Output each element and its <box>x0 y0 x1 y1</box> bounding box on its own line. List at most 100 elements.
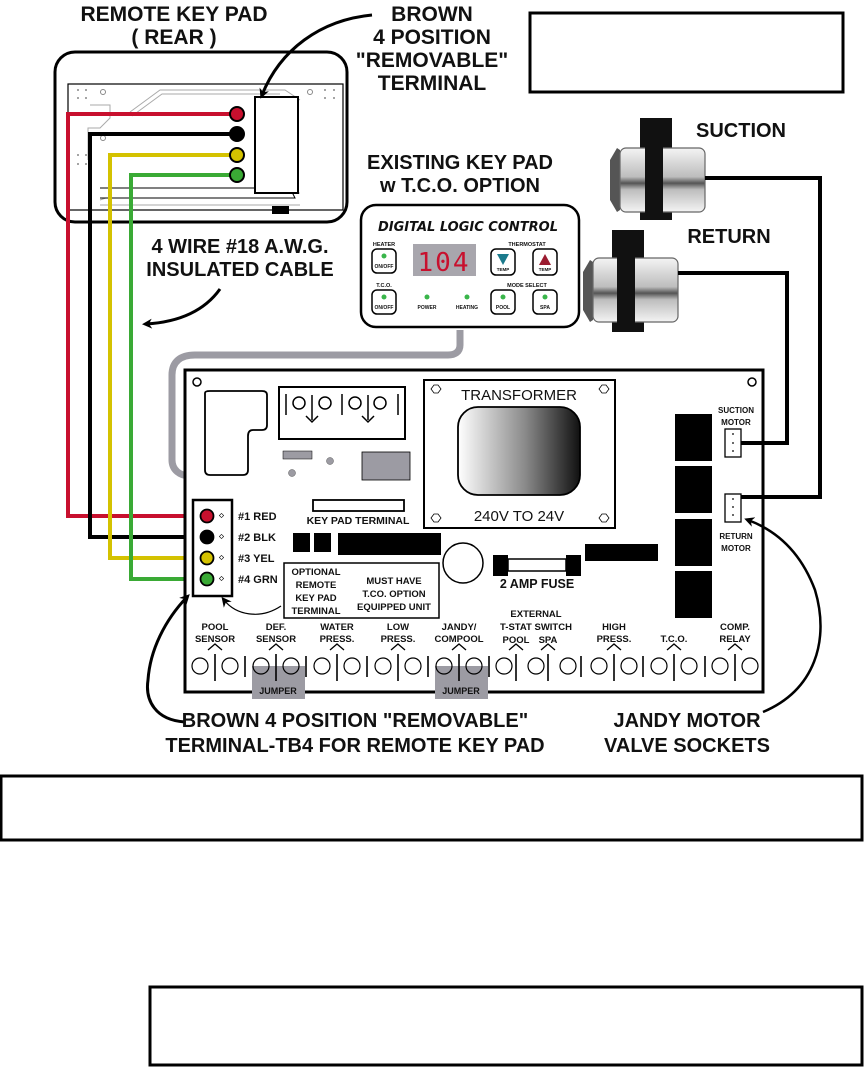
remote-terminal-pins <box>229 106 245 183</box>
board-resistor <box>282 450 313 460</box>
temperature-display-value: 104 <box>418 248 471 278</box>
terminal-label-line1: DEF. <box>266 622 287 633</box>
remote-keypad-rear: REMOTE KEY PAD ( REAR ) <box>53 3 349 224</box>
callout-brown-line4: TERMINAL <box>378 72 487 95</box>
terminal-label-line2: COMPOOL <box>434 634 483 645</box>
screw-terminal[interactable] <box>191 657 209 675</box>
screw-terminal[interactable] <box>620 657 638 675</box>
terminal-label-line2: SENSOR <box>256 634 296 645</box>
heater-onoff-button[interactable]: ON/OFF <box>371 248 397 274</box>
callout-brown-line3: "REMOVABLE" <box>356 49 509 72</box>
return-motor-socket[interactable] <box>724 493 742 523</box>
external-tstat-header-2: T-STAT SWITCH <box>500 622 572 633</box>
board-capacitor <box>442 542 484 584</box>
terminal-label-line1: LOW <box>387 622 409 633</box>
suction-cable-to-return-socket <box>705 176 822 499</box>
terminal-label-line2: T.C.O. <box>661 634 688 645</box>
return-valve: RETURN <box>583 226 771 332</box>
spa-mode-button[interactable]: SPA <box>532 289 558 315</box>
tco-button-label: ON/OFF <box>375 305 394 311</box>
callout-arrow-brown-terminal <box>259 13 373 99</box>
terminal-label-line1: POOL <box>202 622 229 633</box>
terminal-label-line1: HIGH <box>602 622 626 633</box>
terminal-caret-icon <box>727 643 743 651</box>
existing-keypad-title: EXISTING KEY PAD <box>367 152 553 174</box>
tb4-pin-black <box>199 529 215 545</box>
screw-terminal[interactable] <box>374 657 392 675</box>
tco-onoff-button[interactable]: ON/OFF <box>371 289 397 315</box>
tb4-pin-yellow <box>199 550 215 566</box>
temperature-display <box>413 244 476 276</box>
screw-terminal[interactable] <box>221 657 239 675</box>
spa-button-label: SPA <box>540 305 550 311</box>
cable-callout: 4 WIRE #18 A.W.G. INSULATED CABLE <box>142 236 334 329</box>
temp-down-arrow-icon <box>497 254 509 265</box>
optional-note-right-1: MUST HAVE <box>366 576 421 587</box>
screw-terminal[interactable] <box>590 657 608 675</box>
screw-terminal[interactable] <box>650 657 668 675</box>
suction-valve-label: SUCTION <box>696 120 786 142</box>
screw-terminal[interactable] <box>711 657 729 675</box>
two-amp-fuse <box>493 555 581 576</box>
tb4-pin-red <box>199 508 215 524</box>
remote-pin-red <box>229 106 245 122</box>
screw-terminal[interactable] <box>741 657 759 675</box>
remote-keypad-title: REMOTE KEY PAD <box>80 3 267 26</box>
board-black-block-1 <box>293 533 310 552</box>
fuse-label: 2 AMP FUSE <box>500 577 574 591</box>
pcb-dots <box>77 89 335 165</box>
spa-led <box>542 294 548 300</box>
terminal-label-line2: SENSOR <box>195 634 235 645</box>
screw-terminal[interactable] <box>404 657 422 675</box>
transformer-title: TRANSFORMER <box>461 387 577 404</box>
relay-contacts <box>285 394 399 424</box>
heater-led <box>381 253 387 259</box>
terminal-label-line2: POOL <box>503 635 530 646</box>
jumper-label-2: JUMPER <box>442 686 480 696</box>
heating-led <box>464 294 470 300</box>
optional-note-left-4: TERMINAL <box>291 606 340 617</box>
pool-button-label: POOL <box>496 305 510 311</box>
screw-terminal[interactable] <box>559 657 577 675</box>
screw-terminal[interactable] <box>680 657 698 675</box>
tb4-label-green: #4 GRN <box>238 574 278 586</box>
screw-terminal[interactable] <box>343 657 361 675</box>
optional-note-right-2: T.CO. OPTION <box>362 589 425 600</box>
pool-mode-button[interactable]: POOL <box>490 289 516 315</box>
screw-terminal[interactable] <box>282 657 300 675</box>
terminal-label-line1: WATER <box>320 622 354 633</box>
board-led-a <box>288 469 296 477</box>
temp-up-button[interactable]: TEMP <box>532 248 558 276</box>
terminal-caret-icon <box>606 643 622 651</box>
suction-valve: SUCTION <box>610 118 786 220</box>
keypad-terminal-label: KEY PAD TERMINAL <box>307 515 410 527</box>
screw-terminal[interactable] <box>495 657 513 675</box>
transformer-rating: 240V TO 24V <box>474 508 564 525</box>
terminal-caret-icon <box>666 643 682 651</box>
tb4-callout-line1: BROWN 4 POSITION "REMOVABLE" <box>182 710 528 732</box>
keypad-terminal-connector <box>312 499 405 512</box>
temp-up-arrow-icon <box>539 254 551 265</box>
empty-note-box-middle <box>0 774 864 842</box>
transformer-core <box>457 406 581 496</box>
screw-terminal[interactable] <box>252 657 270 675</box>
terminal-label-line2: PRESS. <box>381 634 416 645</box>
temp-down-button[interactable]: TEMP <box>490 248 516 276</box>
screw-terminal[interactable] <box>313 657 331 675</box>
empty-note-box-top <box>528 11 845 94</box>
terminal-caret-icon <box>451 643 467 651</box>
terminal-label-line2: PRESS. <box>320 634 355 645</box>
terminal-caret-icon <box>268 643 284 651</box>
board-relay-1 <box>675 414 712 461</box>
tb4-callout-line2: TERMINAL-TB4 FOR REMOTE KEY PAD <box>165 735 544 757</box>
remote-pin-black <box>229 126 245 142</box>
screw-terminal[interactable] <box>527 657 545 675</box>
screw-terminal[interactable] <box>465 657 483 675</box>
jumper-label-1: JUMPER <box>259 686 297 696</box>
optional-remote-note-box <box>283 562 440 619</box>
external-tstat-header-1: EXTERNAL <box>510 609 561 620</box>
suction-motor-socket[interactable] <box>724 428 742 458</box>
callout-arrow-cable <box>142 288 222 329</box>
screw-terminal[interactable] <box>435 657 453 675</box>
tb4-screw-marks <box>218 512 225 582</box>
